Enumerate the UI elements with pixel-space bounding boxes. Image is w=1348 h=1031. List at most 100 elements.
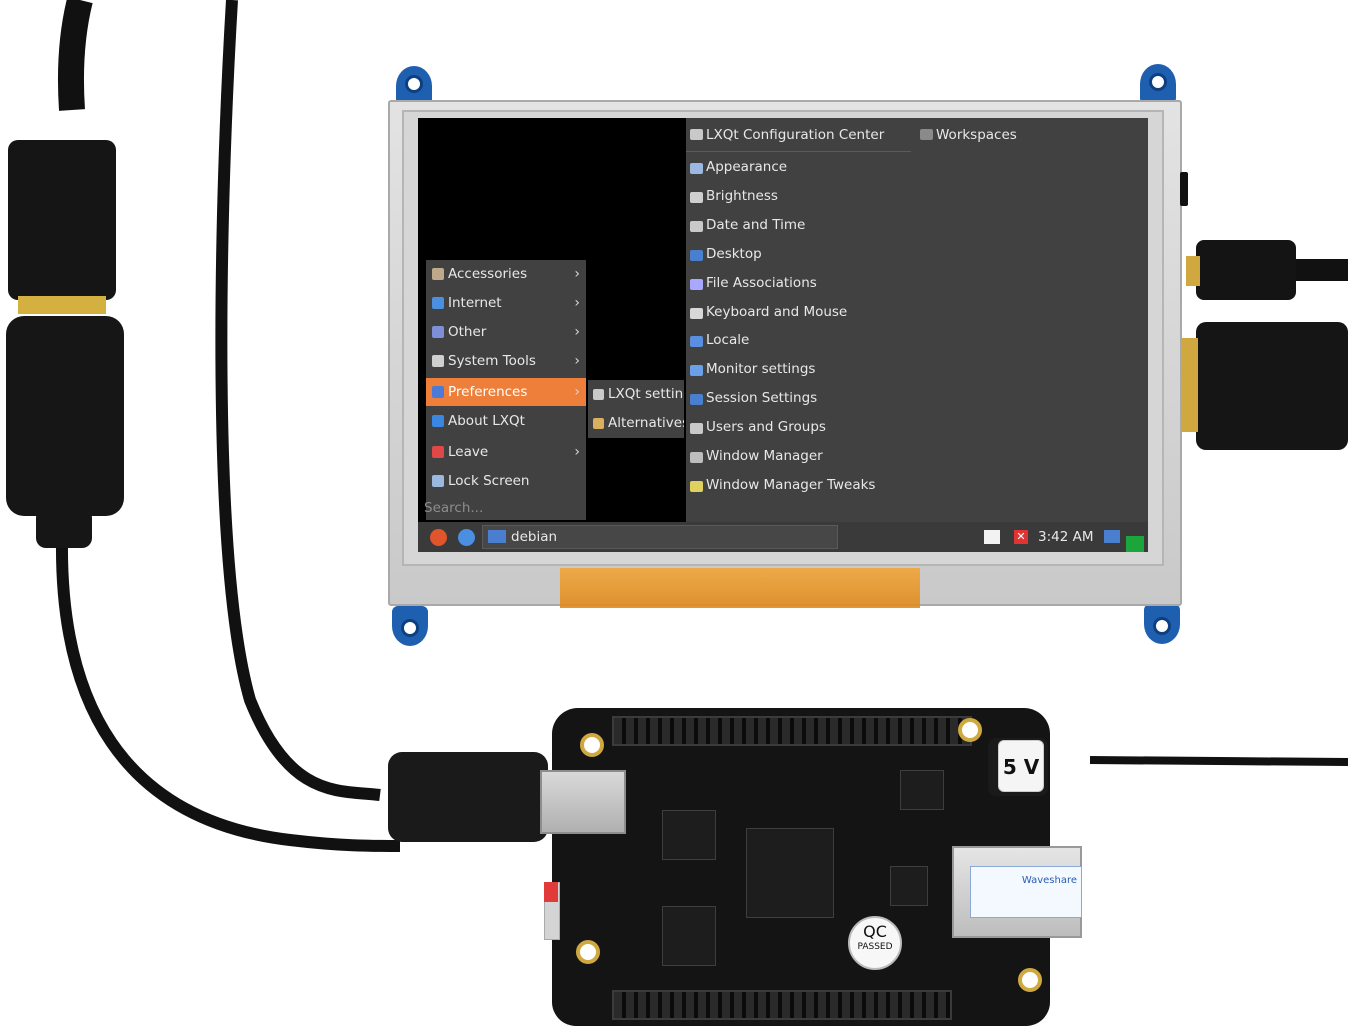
pmic-chip [900,770,944,810]
preferences-icon [432,386,444,398]
menu-search-input[interactable]: Search... [424,500,484,516]
submenu-item-lxqt-settings[interactable]: LXQt settings [588,380,684,409]
window-manager-icon [690,452,703,463]
config-item[interactable]: Keyboard and Mouse [706,303,848,320]
hdmi-plug-right-tip [1182,338,1198,432]
browser-icon[interactable] [458,529,475,546]
config-item[interactable]: Users and Groups [706,419,826,436]
main-menu: Accessories › Internet › Other › System … [426,260,586,520]
mount-hole [576,940,600,964]
menu-item-label: System Tools [448,353,536,369]
taskbar: debian ✕ 3:42 AM [418,522,1148,552]
monitor-icon [690,365,703,377]
header-pins-bottom [612,990,952,1020]
hdmi-cable-lower [55,539,401,852]
menu-item-label: Internet [448,295,502,311]
config-item[interactable]: Monitor settings [706,361,816,378]
config-item[interactable]: Desktop [706,245,762,262]
menu-item-system-tools[interactable]: System Tools › [426,347,586,375]
tools-icon [593,389,604,400]
usb-host-port [540,770,626,834]
status-indicator-icon [1126,536,1144,552]
mount-tab-bottom-left [392,606,428,646]
config-item[interactable]: Date and Time [706,216,806,233]
close-icon[interactable]: ✕ [1014,530,1028,544]
qc-label: QC [863,922,887,941]
ethernet-chip [890,866,928,906]
config-item[interactable]: Brightness [706,187,778,204]
hdmi-plug-neck [36,508,92,548]
lock-screen-icon [432,475,444,487]
menu-item-label: Leave [448,444,489,460]
qc-sticker: QC PASSED [848,916,902,970]
config-item[interactable]: Window Manager [706,448,823,464]
locale-icon [690,336,703,348]
config-item[interactable]: Session Settings [706,390,818,407]
flex-cable [560,568,920,608]
shield-icon [432,446,444,458]
menu-item-preferences[interactable]: Preferences › [426,378,586,406]
qc-passed-label: PASSED [857,942,893,952]
hdmi-plug-metal [18,296,106,314]
emmc-chip [662,906,716,966]
config-item[interactable]: File Associations [706,274,817,291]
menu-item-label: Accessories [448,266,528,282]
power-cable [1089,756,1348,766]
menu-item-leave[interactable]: Leave › [426,438,586,466]
submenu-item-label: LXQt settings [608,386,684,402]
keyboard-icon [690,307,703,319]
clipboard-icon[interactable] [984,530,1000,544]
mount-tab-top-left [396,66,432,106]
chevron-right-icon: › [574,324,580,340]
appearance-icon [690,163,703,174]
microsd-card-label [544,882,558,902]
mount-tab-top-right [1140,64,1176,104]
hdmi-plug-body [6,316,124,516]
submenu-item-alternatives[interactable]: Alternatives [588,409,684,438]
usb-cable-thin [215,0,381,801]
hdmi-cable-left [57,0,93,111]
menu-item-label: Other [448,324,487,340]
micro-usb-plug [1196,240,1296,300]
taskbar-window-button[interactable] [482,525,838,549]
config-item[interactable]: Locale [706,332,750,349]
chevron-right-icon: › [574,353,580,369]
gear-icon [432,355,444,367]
mount-hole [958,718,982,742]
usb-plug-body [388,752,548,842]
menu-item-about[interactable]: About LXQt [426,407,586,435]
tools-icon [690,129,703,140]
clock[interactable]: 3:42 AM [1038,529,1094,545]
start-menu-icon[interactable] [430,529,447,546]
lcd-screen: Accessories › Internet › Other › System … [418,118,1148,552]
micro-usb-tip [1186,256,1200,286]
config-item-workspaces[interactable]: Workspaces [936,127,1017,143]
tools-icon [690,423,703,435]
memory-chip [662,810,716,860]
brightness-icon [690,191,703,203]
info-icon [432,415,444,427]
side-button[interactable] [1180,172,1188,206]
globe-icon [432,297,444,309]
menu-item-internet[interactable]: Internet › [426,289,586,317]
eth-label-text: Waveshare [1021,875,1077,886]
config-item[interactable]: Window Manager Tweaks [706,476,876,493]
power-sleeve: 5 V [998,740,1044,792]
folder-icon [488,530,506,543]
workspaces-icon [920,129,933,140]
config-title: LXQt Configuration Center [706,127,885,143]
power-label: 5 V [1002,755,1040,779]
config-item[interactable]: Appearance [706,159,788,175]
menu-item-other[interactable]: Other › [426,318,586,346]
taskbar-window-label: debian [511,529,558,545]
menu-item-accessories[interactable]: Accessories › [426,260,586,288]
menu-item-lock-screen[interactable]: Lock Screen [426,467,586,495]
desktop-switch-icon[interactable] [1104,530,1120,543]
other-apps-icon [432,326,444,338]
alternatives-icon [593,418,604,429]
mount-hole [580,733,604,757]
divider [686,151,911,152]
hdmi-plug-right [1196,322,1348,450]
mount-hole [1018,968,1042,992]
